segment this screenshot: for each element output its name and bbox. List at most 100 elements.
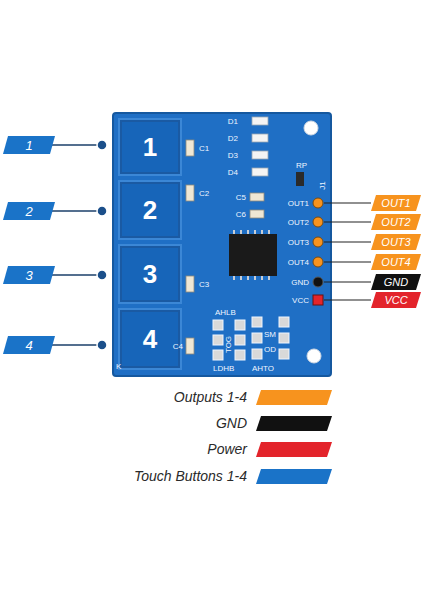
legend-swatch [256, 442, 332, 457]
silkscreen-label: D3 [228, 151, 238, 160]
silkscreen-label: OD [264, 345, 276, 354]
swatch-fill [256, 469, 332, 484]
node-text: 2 [25, 204, 32, 219]
silkscreen-label: OUT1 [288, 199, 309, 208]
silkscreen-label: D1 [228, 117, 238, 126]
silkscreen-label: GND [291, 278, 309, 287]
tag-outline [3, 136, 55, 154]
node-text: VCC [384, 294, 407, 306]
tag-outline [3, 266, 55, 284]
node-text: 3 [25, 268, 32, 283]
node-text: 2 [143, 195, 157, 226]
node-text: 4 [25, 338, 32, 353]
pin-leader-lines [324, 203, 371, 300]
pin-tag: VCC [371, 292, 421, 308]
silkscreen-label: C1 [199, 144, 209, 153]
silkscreen-label: D2 [228, 134, 238, 143]
swatch-fill [256, 390, 332, 405]
silkscreen-label: OUT3 [288, 238, 309, 247]
pin-tag: OUT4 [371, 254, 421, 270]
pin-tag: OUT2 [371, 214, 421, 230]
tag-outline [3, 202, 55, 220]
node-text: 4 [143, 324, 157, 355]
leader-dot [97, 206, 107, 216]
ic-chip [229, 230, 277, 280]
silkscreen-label: AHLB [215, 308, 236, 317]
leader-connector [52, 270, 107, 280]
legend-text: Outputs 1-4 [174, 389, 247, 405]
legend-text: Touch Buttons 1-4 [134, 468, 247, 484]
tag-outline [371, 292, 421, 308]
pin-tag: OUT1 [371, 195, 421, 211]
silkscreen-label: VCC [292, 296, 309, 305]
leader-dot [97, 340, 107, 350]
node-text: OUT1 [381, 197, 410, 209]
silkscreen-label: TOG [225, 336, 234, 353]
header-pins [313, 198, 323, 305]
mounting-hole [307, 349, 321, 363]
silkscreen-label: RP [296, 161, 307, 170]
leader-line [52, 344, 100, 346]
legend-swatch [256, 416, 332, 431]
silkscreen-label: SM [264, 330, 276, 339]
touch-pad: 2 [118, 180, 182, 240]
swatch-fill [256, 442, 332, 457]
node-text: 3 [143, 259, 157, 290]
silkscreen-label: C2 [199, 189, 209, 198]
silkscreen-label: C4 [173, 342, 183, 351]
resistor-pack [296, 172, 304, 186]
leader-line [52, 210, 100, 212]
node-text: 1 [25, 138, 32, 153]
legend-text: Power [207, 441, 247, 457]
leader-line [52, 144, 100, 146]
legend-text: GND [216, 415, 247, 431]
node-text: OUT4 [381, 256, 410, 268]
silkscreen-label: OUT2 [288, 218, 309, 227]
node-text: GND [384, 276, 408, 288]
leader-dot [97, 270, 107, 280]
pin-tag: OUT3 [371, 234, 421, 250]
leader-line [52, 274, 100, 276]
callout-tag: 3 [3, 266, 55, 284]
tag-outline [3, 336, 55, 354]
led-components [252, 117, 268, 176]
touch-pad: 1 [118, 118, 182, 176]
silkscreen-label: C5 [236, 193, 246, 202]
tag-outline [371, 234, 421, 250]
callout-tag: 4 [3, 336, 55, 354]
silkscreen-label: D4 [228, 168, 238, 177]
tag-outline [371, 214, 421, 230]
legend-swatch [256, 469, 332, 484]
tag-outline [371, 195, 421, 211]
leader-connector [52, 340, 107, 350]
node-text: OUT3 [381, 236, 410, 248]
leader-connector [52, 140, 107, 150]
jumper-pads [213, 317, 289, 360]
silkscreen-label: K [116, 362, 121, 371]
leader-connector [52, 206, 107, 216]
silkscreen-label: AHTO [252, 364, 274, 373]
node-text: 1 [143, 132, 157, 163]
callout-tag: 1 [3, 136, 55, 154]
tag-outline [371, 254, 421, 270]
silkscreen-label: LDHB [213, 364, 234, 373]
pin-tag: GND [371, 274, 421, 290]
pcb-board [113, 113, 331, 376]
silkscreen-label: J1 [318, 181, 327, 189]
silkscreen-label: OUT4 [288, 258, 309, 267]
swatch-fill [256, 416, 332, 431]
mounting-hole [304, 121, 318, 135]
touch-pad: 4 [118, 308, 182, 370]
callout-tag: 2 [3, 202, 55, 220]
legend-swatch [256, 390, 332, 405]
leader-dot [97, 140, 107, 150]
touch-pad: 3 [118, 244, 182, 304]
node-text: OUT2 [381, 216, 410, 228]
tag-outline [371, 274, 421, 290]
silkscreen-label: C6 [236, 210, 246, 219]
